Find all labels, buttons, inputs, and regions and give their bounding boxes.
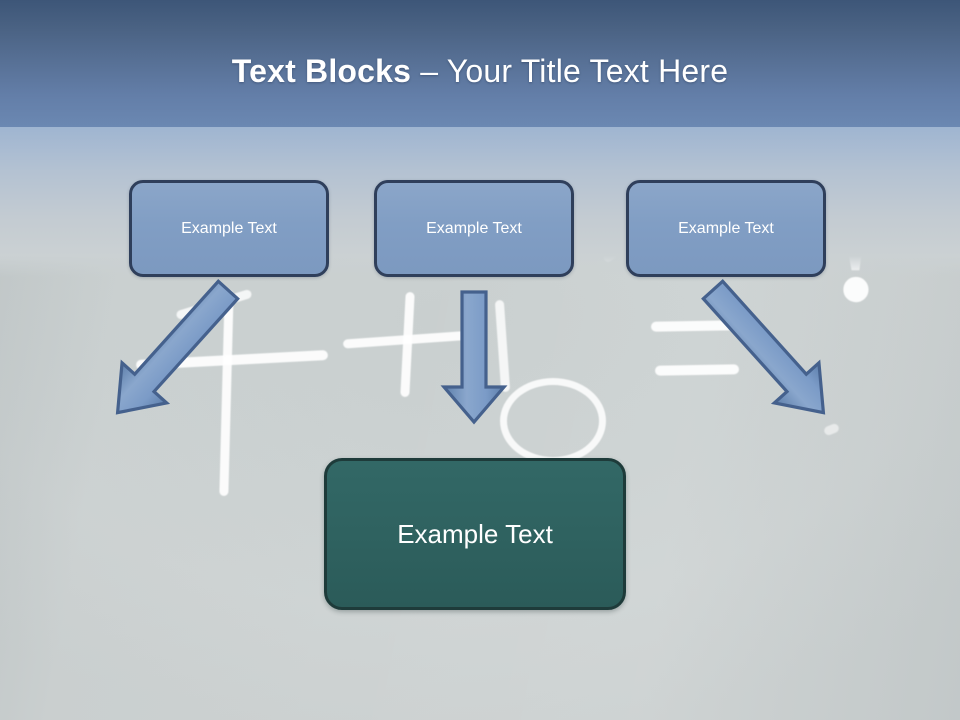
chalk-circle xyxy=(500,378,606,464)
title-band xyxy=(0,0,960,127)
chalk-equals-upper xyxy=(650,320,738,332)
page-title: Text Blocks – Your Title Text Here xyxy=(0,52,960,90)
text-block-result-label: Example Text xyxy=(397,518,553,549)
page-title-separator: – xyxy=(420,53,447,89)
text-block-1-label: Example Text xyxy=(181,219,277,237)
text-block-3-label: Example Text xyxy=(678,219,774,237)
text-block-3[interactable]: Example Text xyxy=(626,180,826,277)
chalk-equals-lower xyxy=(654,364,740,376)
text-block-2-label: Example Text xyxy=(426,219,522,237)
text-block-2[interactable]: Example Text xyxy=(374,180,574,277)
text-block-result[interactable]: Example Text xyxy=(324,458,626,610)
page-title-regular: Your Title Text Here xyxy=(446,53,729,89)
text-block-1[interactable]: Example Text xyxy=(129,180,329,277)
page-title-bold: Text Blocks xyxy=(231,53,421,89)
